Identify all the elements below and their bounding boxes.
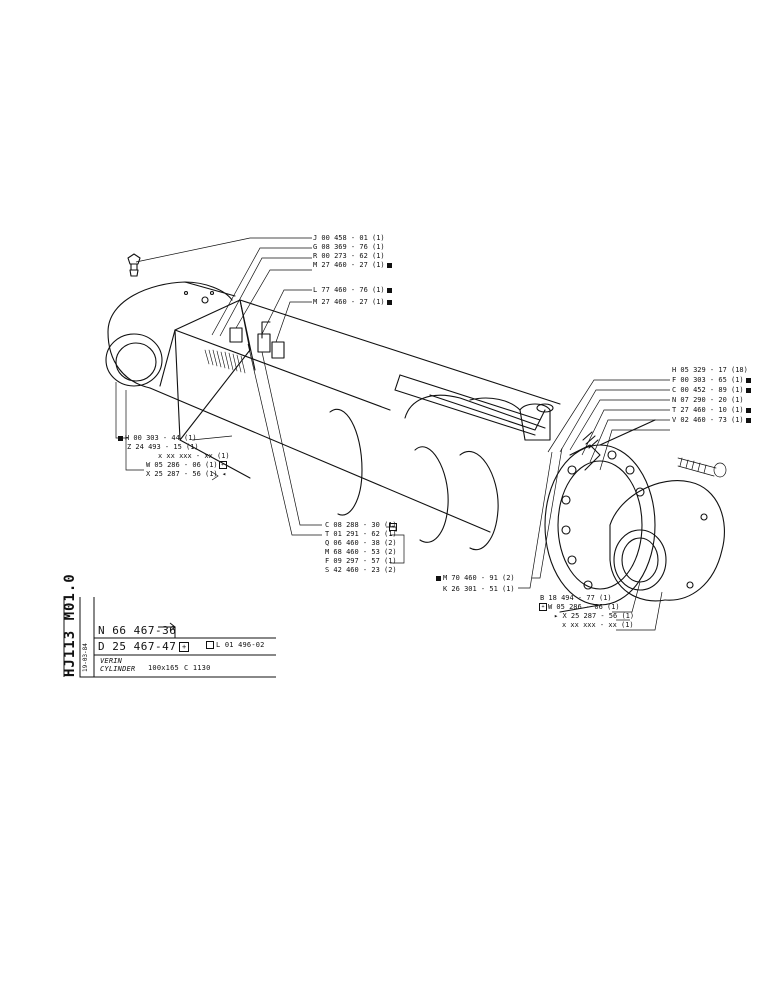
parts-group-middle: C 08 288 - 30 (1) T 01 291 - 62 (1) Q 06… xyxy=(325,521,397,575)
part-size: 100x165 xyxy=(148,664,179,672)
square-marker-icon xyxy=(386,299,392,305)
part-h00303: H 00 303 - 44 (1) xyxy=(125,434,197,442)
square-marker-icon xyxy=(745,377,751,383)
cylinder-tube xyxy=(149,299,561,533)
part-g: G 08 369 - 76 (1) xyxy=(313,243,385,251)
part-x-left: x xx xxx - xx (1) xyxy=(158,452,230,460)
grid-box-icon: + xyxy=(389,523,397,531)
thread-hatching xyxy=(204,349,246,374)
part-r: R 00 273 - 62 (1) xyxy=(313,252,385,260)
sheet-code: HJ113 M01.0 xyxy=(62,573,78,677)
square-marker-icon xyxy=(386,262,392,268)
part-q06: Q 06 460 - 38 (2) xyxy=(325,539,397,547)
part-name-en: CYLINDER xyxy=(100,665,136,673)
part-x25-right: X 25 287 - 56 (1) xyxy=(562,612,635,620)
drawing-number-row: D 25 467-47+ xyxy=(98,640,190,653)
parts-group-top-left-2: L 77 460 - 76 (1) M 27 460 - 27 (1) xyxy=(313,286,392,307)
grease-nipple-icon xyxy=(127,253,141,277)
part-m27: M 27 460 - 27 (1) xyxy=(313,261,385,269)
part-v02: V 02 460 - 73 (1) xyxy=(672,416,744,424)
grid-box-icon: + xyxy=(218,461,227,469)
square-marker-icon xyxy=(745,407,751,413)
rod-end-eye xyxy=(609,480,725,602)
part-f09: F 09 297 - 57 (1) xyxy=(325,557,397,565)
part-w05-left: W 05 286 - 06 (1) xyxy=(146,461,218,469)
pin-icon xyxy=(677,457,727,478)
cylinder-base-eye xyxy=(105,281,236,389)
arrow-right-icon: ▸ xyxy=(554,612,563,620)
part-s42: S 42 460 - 23 (2) xyxy=(325,566,397,574)
arrow-left-icon: ◂ xyxy=(217,470,227,478)
part-h05: H 05 329 - 17 (18) xyxy=(672,366,748,374)
part-b18: B 18 494 - 77 (1) xyxy=(540,594,612,602)
square-marker-icon xyxy=(118,435,123,441)
part-x-right: x xx xxx - xx (1) xyxy=(562,621,634,629)
part-k26: K 26 301 - 51 (1) xyxy=(443,585,515,593)
drawing-number: D 25 467-47 xyxy=(98,640,177,653)
reference-row: L 01 496-02 xyxy=(206,641,265,650)
part-t01: T 01 291 - 62 (1) xyxy=(325,530,397,538)
part-m70: M 70 460 - 91 (2) xyxy=(443,574,515,582)
part-n07: N 07 290 - 20 (1) xyxy=(672,396,744,404)
assembly-number: N 66 467-36 xyxy=(98,624,177,637)
grid-box-icon: + xyxy=(179,642,190,652)
part-name-fr: VERIN xyxy=(100,657,123,665)
leader-lines xyxy=(115,237,670,631)
square-marker-icon xyxy=(745,387,751,393)
drawing-date: 19-03-84 xyxy=(82,643,89,672)
reference-number: L 01 496-02 xyxy=(216,641,265,649)
part-c00: C 00 452 - 89 (1) xyxy=(672,386,744,394)
part-l77: L 77 460 - 76 (1) xyxy=(313,286,385,294)
part-z24: Z 24 493 - 15 (1) xyxy=(127,443,199,451)
part-w05-right: W 05 286 - 06 (1) xyxy=(548,603,620,611)
part-f00: F 00 303 - 65 (1) xyxy=(672,376,744,384)
part-m27-b: M 27 460 - 27 (1) xyxy=(313,298,385,306)
square-marker-icon xyxy=(386,287,392,293)
title-block-lines xyxy=(63,597,276,678)
empty-box-icon xyxy=(206,641,214,649)
parts-group-top-left: J 00 458 - 01 (1) G 08 369 - 76 (1) R 00… xyxy=(313,234,392,270)
square-marker-icon xyxy=(436,575,441,581)
parts-group-bottom-mid: M 70 460 - 91 (2) K 26 301 - 51 (1) xyxy=(436,574,515,594)
part-m27-row: M 27 460 - 27 (1) xyxy=(313,261,392,270)
part-t27: T 27 460 - 10 (1) xyxy=(672,406,744,414)
part-m68: M 68 460 - 53 (2) xyxy=(325,548,397,556)
grid-box-icon: + xyxy=(539,603,547,611)
parts-group-left: H 00 303 - 44 (1) Z 24 493 - 15 (1) x xx… xyxy=(118,434,230,479)
square-marker-icon xyxy=(745,417,751,423)
part-j: J 00 458 - 01 (1) xyxy=(313,234,385,242)
part-stroke: C 1130 xyxy=(184,664,211,672)
cutaway-rod xyxy=(329,394,546,551)
parts-group-right: H 05 329 - 17 (18) F 00 303 - 65 (1) C 0… xyxy=(672,366,751,425)
part-x25-left: X 25 287 - 56 (1) xyxy=(146,470,218,478)
parts-group-bottom-right: B 18 494 - 77 (1) +W 05 286 - 06 (1) ▸ X… xyxy=(539,594,635,630)
part-c08: C 08 288 - 30 (1) xyxy=(325,521,397,529)
valve-fittings xyxy=(229,321,554,441)
